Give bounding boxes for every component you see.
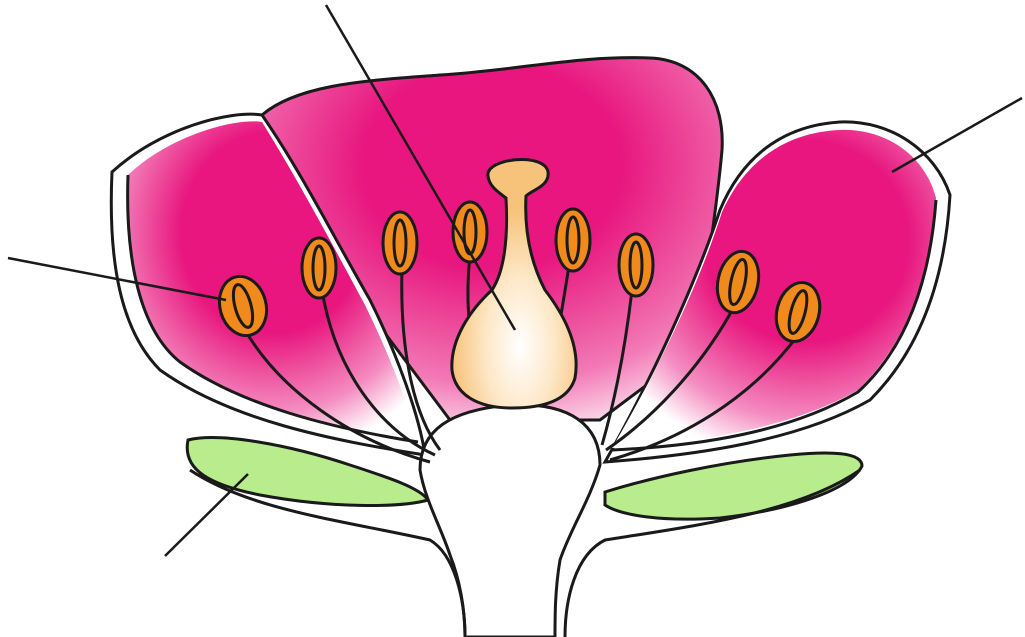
label-line-right: [892, 98, 1022, 172]
label-line-bottom-left: [165, 474, 248, 556]
receptacle-stem: [420, 405, 600, 637]
anther-3: [383, 212, 417, 274]
anther-2: [302, 238, 336, 298]
anther-6: [619, 234, 653, 296]
anther-5: [556, 209, 590, 271]
sepal-right: [605, 453, 862, 519]
